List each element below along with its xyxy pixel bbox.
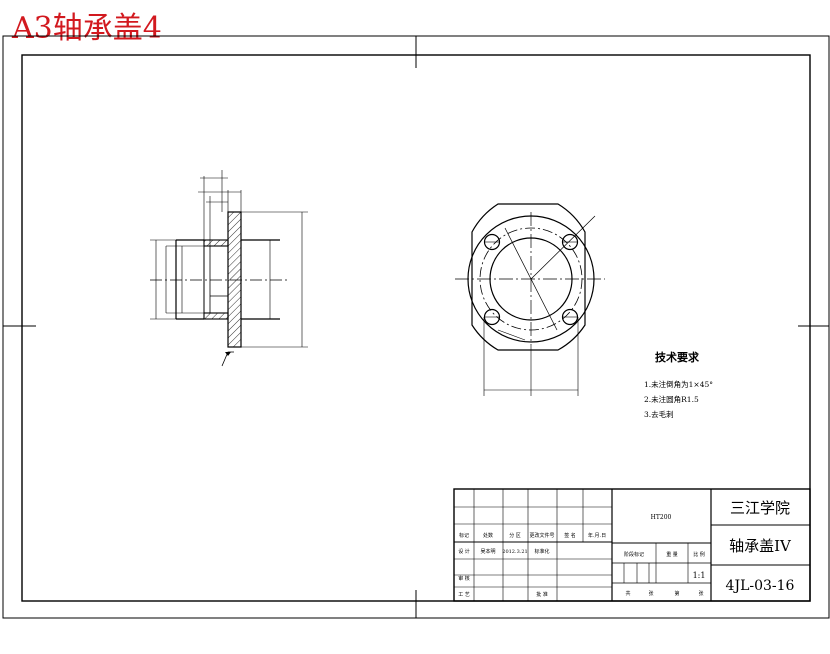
title-block-text: 三江学院 轴承盖IV 4JL-03-16 HT200 1:1 阶段标记 重 量 … [458, 499, 794, 598]
design-label: 设 计 [458, 548, 470, 555]
stage-label-2: 重 量 [666, 551, 678, 558]
outer-border [2, 35, 830, 619]
bottom-label-1: 共 [625, 590, 630, 597]
spigot-bottom-hatch [203, 312, 229, 320]
material: HT200 [651, 514, 672, 521]
inner-frame [21, 54, 811, 602]
flange-hatch [227, 211, 242, 348]
school-name: 三江学院 [730, 499, 790, 517]
tech-req-item-2: 2.未注圆角R1.5 [644, 394, 699, 404]
revision-label-2: 处数 [483, 532, 493, 539]
approve-label: 批 准 [536, 591, 548, 598]
revision-label-3: 分 区 [509, 532, 521, 539]
centring-marks [3, 36, 829, 618]
section-view [150, 170, 308, 367]
tech-req-item-1: 1.未注倒角为1×45° [644, 379, 713, 389]
bottom-label-2: 张 [648, 590, 653, 597]
bottom-label-3: 第 [674, 590, 679, 597]
front-view [455, 203, 605, 396]
revision-label-4: 更改文件号 [529, 532, 554, 539]
revision-label-5: 签 名 [564, 532, 576, 539]
designer-name: 吴本明 [480, 548, 495, 555]
revision-label-6: 年.月.日 [588, 532, 606, 539]
design-date: 2012.3.21 [502, 549, 527, 555]
spigot-top-hatch [203, 239, 229, 247]
process-label: 工 艺 [458, 592, 470, 598]
stage-label-1: 阶段标记 [624, 551, 644, 558]
part-name: 轴承盖IV [729, 537, 792, 555]
scale-value: 1:1 [693, 571, 706, 580]
bottom-label-4: 张 [698, 590, 703, 597]
revision-label-1: 标记 [459, 532, 469, 539]
tech-req-item-3: 3.去毛刺 [644, 409, 674, 419]
drawing-number: 4JL-03-16 [726, 578, 795, 594]
standardization-label: 标准化 [534, 548, 549, 555]
sheet-banner-title: A3轴承盖4 [12, 11, 162, 46]
tech-req-heading: 技术要求 [655, 350, 700, 364]
tech-requirements: 技术要求 1.未注倒角为1×45° 2.未注圆角R1.5 3.去毛刺 [644, 350, 713, 419]
title-block [453, 488, 811, 602]
review-label: 审 核 [458, 575, 470, 582]
stage-label-3: 比 例 [693, 551, 705, 558]
